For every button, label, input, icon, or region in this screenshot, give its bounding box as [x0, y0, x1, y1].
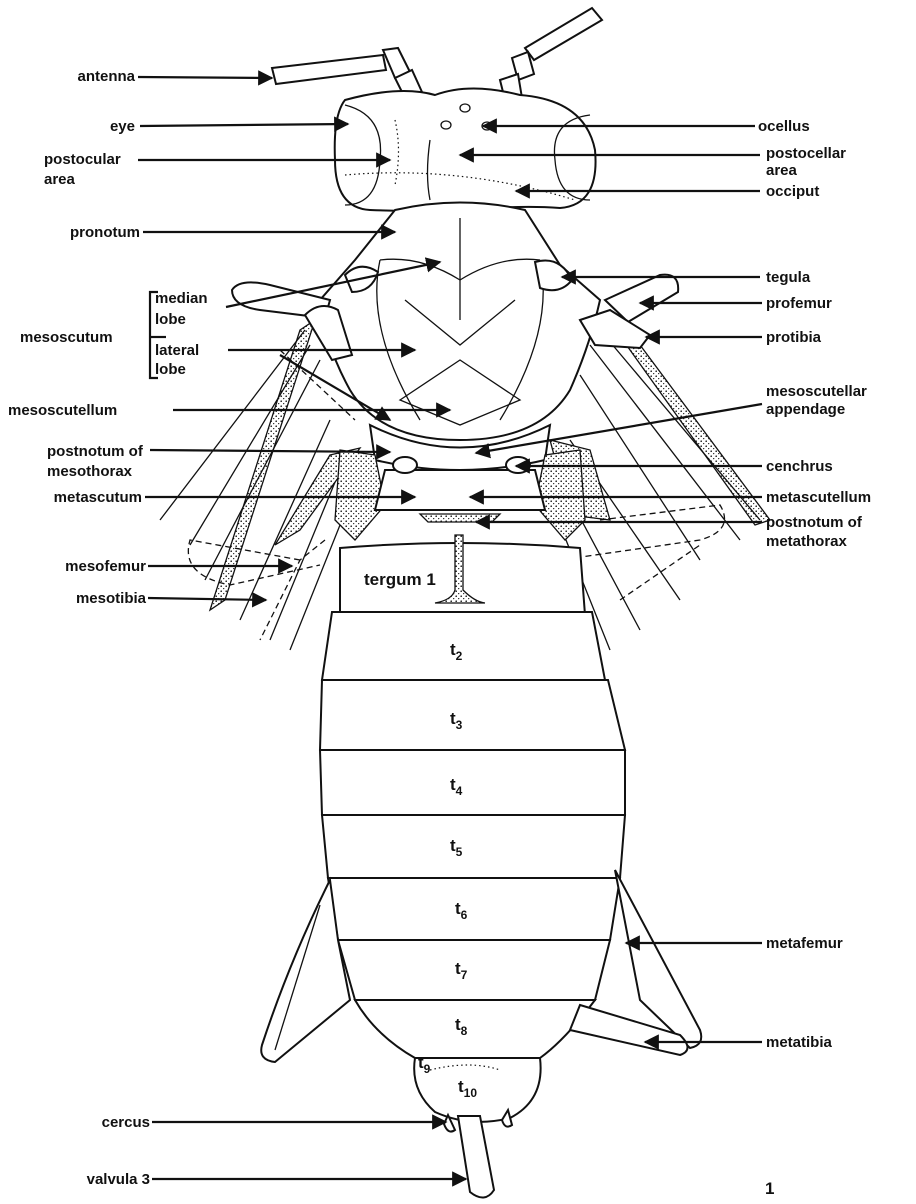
label-tegula: tegula: [766, 269, 811, 286]
label-mesoscutellar-appendage: appendage: [766, 401, 845, 418]
label-postocellar-area: area: [766, 162, 798, 179]
label-postocellar: postocellar: [766, 145, 846, 162]
antennae: [272, 8, 602, 100]
segment-t7: 7: [461, 968, 468, 982]
label-postnotum-metathorax: postnotum of: [766, 514, 863, 531]
segment-tergum-1: tergum 1: [364, 570, 436, 589]
label-lateral-lobe: lobe: [155, 361, 186, 378]
label-mesoscutum: mesoscutum: [20, 329, 113, 346]
segment-t10: 10: [464, 1086, 478, 1100]
segment-t2: 2: [456, 649, 463, 663]
segment-t5: 5: [456, 845, 463, 859]
label-metascutellum: metascutellum: [766, 489, 871, 506]
label-mesoscutellum: mesoscutellum: [8, 402, 117, 419]
label-ocellus: ocellus: [758, 118, 810, 135]
label-median: median: [155, 290, 208, 307]
label-eye: eye: [110, 118, 135, 135]
label-postocular-area: area: [44, 171, 76, 188]
figure-number: 1: [765, 1179, 774, 1198]
label-antenna: antenna: [77, 68, 135, 85]
segment-t6: 6: [461, 908, 468, 922]
label-cenchrus: cenchrus: [766, 458, 833, 475]
label-protibia: protibia: [766, 329, 822, 346]
label-profemur: profemur: [766, 295, 832, 312]
label-pronotum: pronotum: [70, 224, 140, 241]
label-metascutum: metascutum: [54, 489, 142, 506]
label-metatibia: metatibia: [766, 1034, 833, 1051]
label-cercus: cercus: [102, 1114, 150, 1131]
label-postocular: postocular: [44, 151, 121, 168]
segment-t4: 4: [456, 784, 463, 798]
label-occiput: occiput: [766, 183, 819, 200]
label-metafemur: metafemur: [766, 935, 843, 952]
labels-right: ocellus postocellar area occiput tegula …: [758, 118, 871, 1051]
segment-t8: 8: [461, 1024, 468, 1038]
label-lateral: lateral: [155, 342, 199, 359]
label-postnotum-metathorax-2: metathorax: [766, 533, 848, 550]
label-postnotum-mesothorax-2: mesothorax: [47, 463, 133, 480]
insect-illustration: [160, 8, 770, 1198]
labels-left: antenna eye postocular area pronotum mes…: [8, 68, 208, 1188]
segment-t3: 3: [456, 718, 463, 732]
segment-t9: 9: [424, 1062, 431, 1076]
label-mesotibia: mesotibia: [76, 590, 147, 607]
label-postnotum-mesothorax: postnotum of: [47, 443, 144, 460]
label-mesoscutellar: mesoscutellar: [766, 383, 867, 400]
head: [335, 89, 596, 212]
label-valvula: valvula 3: [87, 1171, 150, 1188]
label-mesofemur: mesofemur: [65, 558, 146, 575]
label-median-lobe: lobe: [155, 311, 186, 328]
